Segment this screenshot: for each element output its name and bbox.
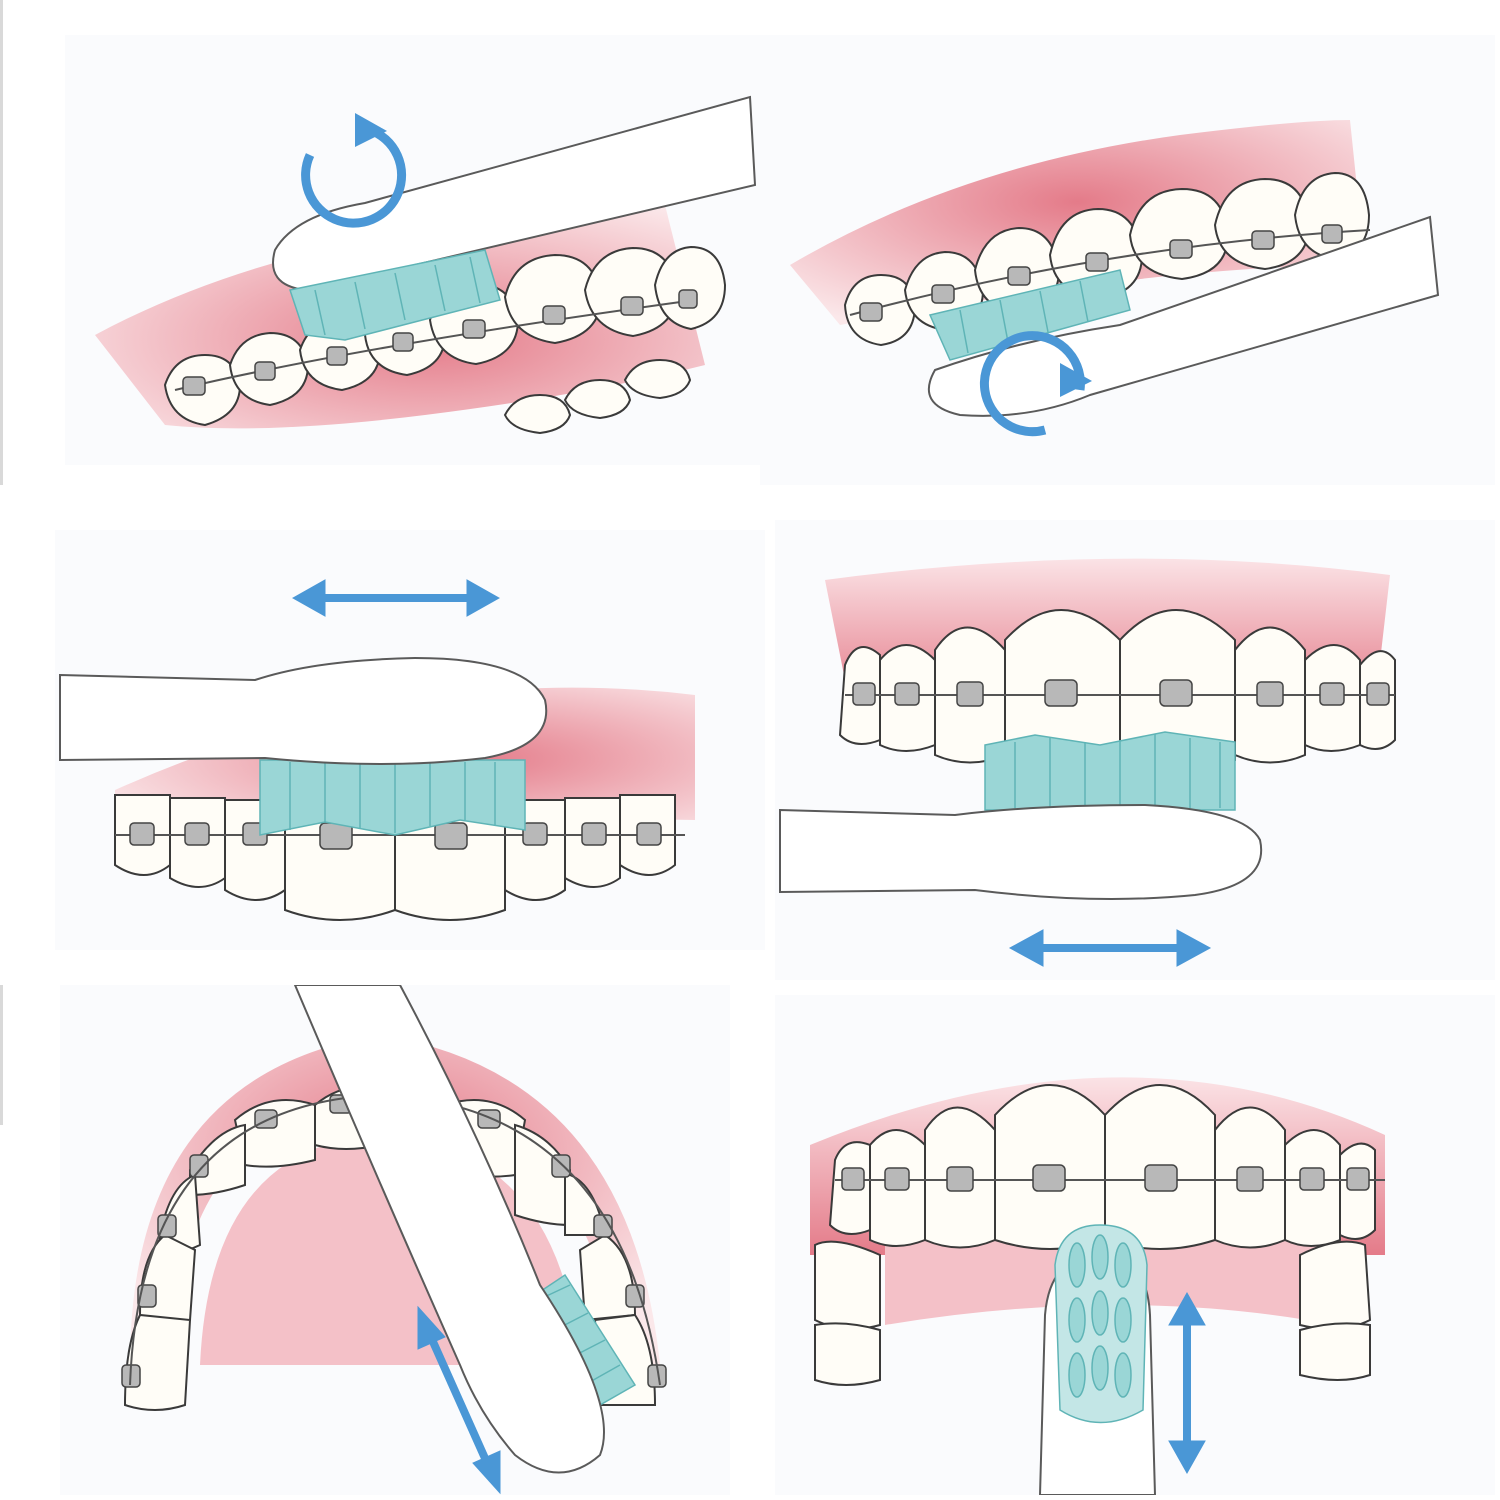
bracket: [1169, 239, 1193, 259]
bracket: [1319, 682, 1345, 706]
brackets: [859, 224, 1343, 322]
arrowhead-icon: [355, 113, 387, 147]
bracket: [884, 1167, 910, 1191]
side-teeth-right: [1299, 1240, 1372, 1381]
side-teeth-left: [814, 1240, 881, 1386]
bristle-lines: [289, 762, 496, 833]
tooth: [623, 358, 692, 400]
tooth: [1299, 1240, 1372, 1330]
bristle-lines: [314, 256, 481, 336]
toothbrush-bristles: [259, 759, 526, 836]
bristle-tufts: [1068, 1234, 1132, 1398]
tooth: [563, 378, 632, 420]
bracket: [522, 822, 548, 846]
bracket: [189, 1154, 209, 1178]
circular-arrow-icon: [301, 125, 407, 228]
brackets: [852, 679, 1390, 707]
bracket: [129, 822, 155, 846]
bracket: [392, 332, 414, 352]
bracket: [434, 822, 468, 850]
bracket: [1299, 1167, 1325, 1191]
tooth: [394, 799, 506, 921]
bracket: [477, 1109, 501, 1129]
tooth: [1299, 1322, 1371, 1381]
circular-arrow-icon: [979, 331, 1085, 437]
panel-front-lower-horizontal: [775, 520, 1495, 980]
horizontal-arrow-icon: [1008, 929, 1212, 967]
arrowhead-icon: [1060, 363, 1092, 397]
panel-inner-front-vertical: [775, 995, 1495, 1495]
panel-outer-teeth-circular-upper: [65, 35, 785, 465]
tooth: [814, 1240, 881, 1330]
toothbrush-bristles: [289, 249, 501, 341]
toothbrush-handle: [59, 656, 548, 765]
bracket: [157, 1214, 177, 1238]
bracket: [1366, 682, 1390, 706]
bracket: [1044, 679, 1078, 707]
bracket: [859, 302, 883, 322]
left-border-lower: [0, 985, 3, 1125]
left-border: [0, 0, 3, 485]
bracket: [678, 289, 698, 309]
bracket: [581, 822, 607, 846]
brackets: [182, 289, 698, 396]
vertical-arrow-icon: [1168, 1291, 1206, 1475]
tooth: [1339, 1142, 1376, 1240]
panel-outer-teeth-circular-lower: [760, 35, 1495, 485]
bristle-lines: [1014, 734, 1221, 808]
bracket: [1256, 681, 1284, 707]
panel-4-illustration: [779, 558, 1396, 967]
lower-teeth-row: [503, 358, 692, 435]
bracket: [1159, 679, 1193, 707]
brackets: [129, 822, 662, 850]
bracket: [542, 305, 566, 325]
horizontal-arrow-icon: [291, 579, 501, 617]
diagonal-arrow-icon: [417, 1305, 501, 1495]
tooth: [1293, 171, 1371, 261]
panel-3-illustration: [59, 579, 695, 921]
panel-inner-arch-diagonal: [60, 985, 730, 1495]
bracket: [254, 361, 276, 381]
bracket: [956, 681, 984, 707]
panel-5-illustration: [121, 985, 667, 1495]
bracket: [931, 284, 955, 304]
bracket: [852, 682, 876, 706]
bracket: [1251, 230, 1275, 250]
panel-front-upper-horizontal: [55, 530, 765, 950]
toothbrush-handle: [779, 803, 1263, 900]
bracket: [620, 296, 644, 316]
bristle-lines: [959, 280, 1089, 354]
toothbrush-handle: [927, 215, 1440, 417]
bracket: [625, 1284, 645, 1308]
bracket: [1236, 1166, 1264, 1192]
toothbrush-handle: [293, 985, 605, 1474]
bracket: [946, 1166, 974, 1192]
archwire: [849, 229, 1371, 316]
bracket: [319, 822, 353, 850]
bracket: [1032, 1164, 1066, 1192]
bracket: [1144, 1164, 1178, 1192]
bracket: [1346, 1167, 1370, 1191]
tooth: [814, 1322, 881, 1386]
panel-6-illustration: [810, 1077, 1385, 1495]
bracket: [894, 682, 920, 706]
bracket: [182, 376, 206, 396]
panel-2-illustration: [790, 120, 1440, 437]
bracket: [326, 346, 348, 366]
bracket: [636, 822, 662, 846]
bracket: [1007, 266, 1031, 286]
bracket: [462, 319, 486, 339]
bracket: [841, 1167, 865, 1191]
bracket: [184, 822, 210, 846]
tooth: [503, 393, 572, 435]
toothbrush-bristles: [928, 269, 1131, 361]
bracket: [1085, 252, 1109, 272]
bracket: [1321, 224, 1343, 244]
tooth: [653, 245, 727, 331]
brackets: [841, 1164, 1370, 1192]
panel-1-illustration: [95, 95, 757, 435]
toothbrush-bristles: [984, 731, 1236, 811]
